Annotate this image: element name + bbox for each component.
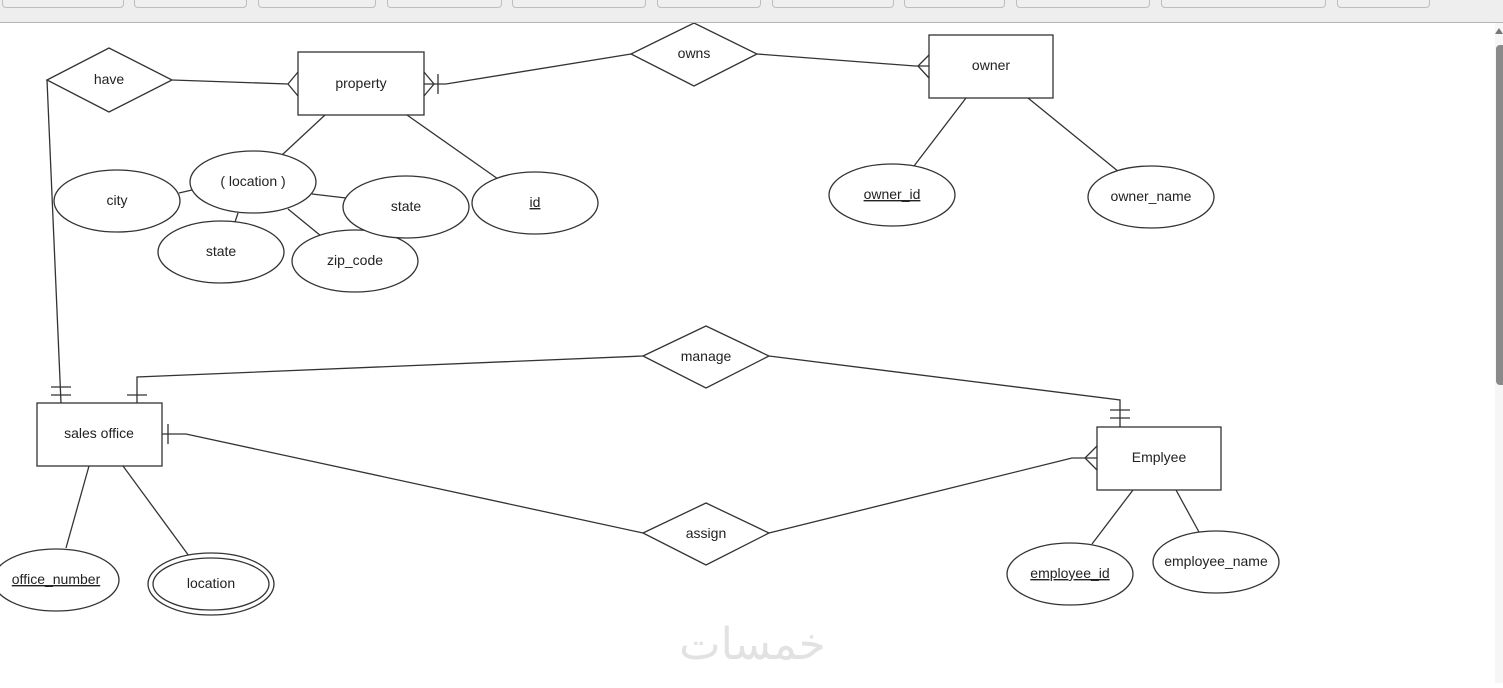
diagram-canvas: have owns manage assign property owner s…: [0, 22, 1495, 683]
edge-property-id: [406, 114, 499, 180]
relationship-label: manage: [681, 348, 732, 364]
attribute-office-number[interactable]: office_number: [0, 548, 120, 612]
attribute-label: owner_name: [1111, 188, 1192, 204]
edge-assign-employee: [768, 457, 1097, 534]
toolbar-button[interactable]: [904, 0, 1005, 8]
edge-sales-office-location: [122, 465, 190, 557]
toolbar-button[interactable]: [134, 0, 247, 8]
attribute-label: zip_code: [327, 252, 383, 268]
toolbar-button[interactable]: [2, 0, 124, 8]
edge-sales-office-manage: [136, 355, 644, 403]
attribute-state-1[interactable]: state: [342, 175, 470, 239]
edge-employee-name: [1175, 489, 1200, 533]
crows-foot-many-icon: [287, 71, 299, 97]
scroll-up-arrow-icon[interactable]: [1495, 28, 1503, 34]
key-attribute-label: id: [530, 194, 541, 210]
edge-owner-owner-id: [913, 97, 967, 167]
watermark: خمسات: [679, 619, 826, 670]
toolbar-button[interactable]: [512, 0, 646, 8]
edge-location-city: [178, 189, 193, 194]
entity-owner[interactable]: owner: [928, 34, 1054, 99]
attribute-owner-name[interactable]: owner_name: [1087, 165, 1215, 229]
toolbar-button[interactable]: [657, 0, 761, 8]
edge-location-state: [311, 193, 347, 199]
relationship-have[interactable]: have: [45, 47, 174, 113]
edge-property-owns: [424, 53, 632, 85]
attribute-zip-code[interactable]: zip_code: [291, 229, 419, 293]
attribute-location-multivalued[interactable]: location: [147, 552, 275, 616]
edge-property-location: [281, 114, 326, 156]
attribute-city[interactable]: city: [53, 169, 181, 233]
attribute-label: employee_name: [1164, 553, 1268, 569]
crows-foot-many-icon: [1084, 445, 1098, 471]
edge-sales-office-number: [65, 465, 90, 549]
entity-property[interactable]: property: [297, 51, 425, 116]
entity-employee[interactable]: Emplyee: [1096, 426, 1222, 491]
relationship-manage[interactable]: manage: [641, 325, 771, 389]
toolbar-button[interactable]: [1161, 0, 1326, 8]
scrollbar-thumb[interactable]: [1496, 45, 1503, 385]
entity-label: sales office: [64, 425, 134, 441]
key-attribute-label: office_number: [12, 571, 101, 587]
crows-foot-many-icon: [423, 71, 435, 97]
attribute-state-2[interactable]: state: [157, 220, 285, 284]
toolbar-button[interactable]: [387, 0, 502, 8]
attribute-id[interactable]: id: [471, 171, 599, 235]
edge-owns-owner: [756, 53, 929, 67]
toolbar-button[interactable]: [1016, 0, 1150, 8]
entity-sales-office[interactable]: sales office: [36, 402, 163, 467]
crows-foot-many-icon: [917, 54, 930, 79]
relationship-owns[interactable]: owns: [629, 22, 759, 87]
toolbar-button[interactable]: [772, 0, 894, 8]
attribute-location-composite[interactable]: ( location ): [189, 150, 317, 214]
edge-location-state-2: [234, 212, 239, 223]
edge-manage-employee: [768, 355, 1121, 427]
edge-employee-id: [1091, 489, 1134, 545]
key-attribute-label: owner_id: [864, 186, 921, 202]
attribute-label: ( location ): [220, 173, 285, 189]
edge-owner-owner-name: [1027, 97, 1120, 173]
entity-label: Emplyee: [1132, 449, 1187, 465]
toolbar: [0, 0, 1503, 23]
edges: [46, 53, 1200, 557]
relationship-assign[interactable]: assign: [641, 502, 771, 566]
edge-have-property: [171, 79, 289, 85]
edge-have-sales-office: [46, 79, 62, 404]
edge-location-zip: [287, 208, 322, 237]
cardinality-markers: [51, 54, 1130, 471]
relationship-label: owns: [678, 45, 711, 61]
multivalued-attribute-label: location: [187, 575, 235, 591]
relationship-label: assign: [686, 525, 726, 541]
attribute-label: state: [391, 198, 422, 214]
entity-label: owner: [972, 57, 1010, 73]
attribute-employee-name[interactable]: employee_name: [1152, 530, 1280, 594]
attribute-employee-id[interactable]: employee_id: [1006, 542, 1134, 606]
relationship-label: have: [94, 71, 125, 87]
entity-label: property: [335, 75, 386, 91]
toolbar-button[interactable]: [1337, 0, 1430, 8]
attribute-owner-id[interactable]: owner_id: [828, 163, 956, 227]
attribute-label: city: [107, 192, 128, 208]
key-attribute-label: employee_id: [1030, 565, 1109, 581]
edge-sales-office-assign: [162, 433, 644, 534]
er-diagram: have owns manage assign property owner s…: [0, 22, 1280, 616]
attribute-label: state: [206, 243, 237, 259]
toolbar-button[interactable]: [258, 0, 376, 8]
